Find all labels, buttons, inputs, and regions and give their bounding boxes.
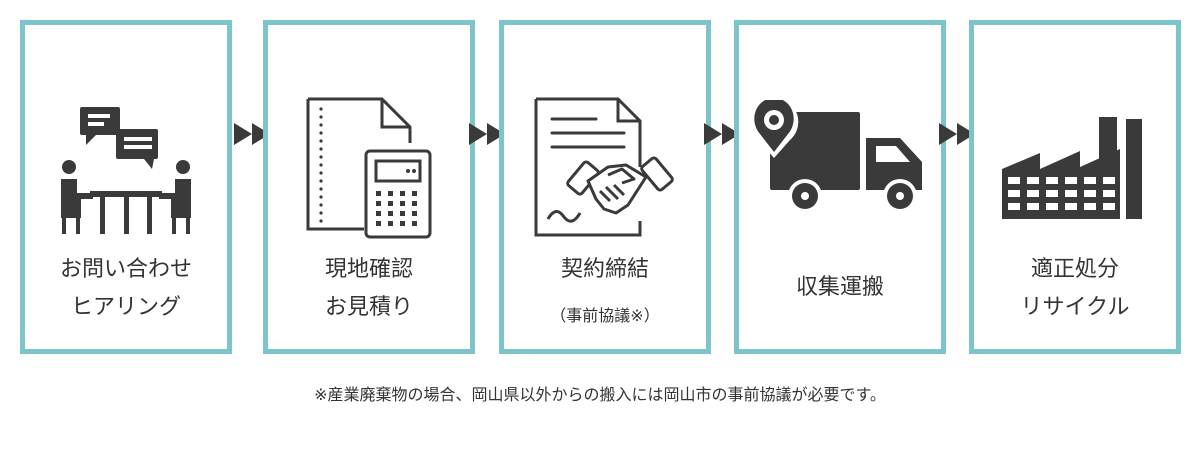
meeting-icon xyxy=(25,85,227,255)
double-arrow-icon xyxy=(939,123,975,145)
step-inquiry: お問い合わせ ヒアリング xyxy=(20,20,232,354)
step-site-survey: 現地確認 お見積り xyxy=(263,20,475,354)
step-contract: 契約締結 （事前協議※） xyxy=(499,20,711,354)
step-label-line1: お問い合わせ xyxy=(59,257,192,282)
step-label-line2: ヒアリング xyxy=(70,295,181,320)
step-label-line1: 収集運搬 xyxy=(795,275,884,300)
step-transport: 収集運搬 xyxy=(734,20,946,354)
double-arrow-icon xyxy=(234,123,270,145)
step-label-line2: お見積り xyxy=(324,295,413,320)
truck-location-icon xyxy=(739,75,941,245)
step-sub-label: （事前協議※） xyxy=(550,306,660,325)
step-label-line1: 現地確認 xyxy=(324,257,413,282)
estimate-calculator-icon xyxy=(268,85,470,255)
double-arrow-icon xyxy=(469,123,505,145)
factory-icon xyxy=(974,85,1176,255)
double-arrow-icon xyxy=(704,123,740,145)
step-disposal: 適正処分 リサイクル xyxy=(969,20,1181,354)
step-label-line1: 適正処分 xyxy=(1030,257,1119,282)
footnote: ※産業廃棄物の場合、岡山県以外からの搬入には岡山市の事前協議が必要です。 xyxy=(314,385,886,404)
contract-handshake-icon xyxy=(504,85,706,255)
step-label-line2: リサイクル xyxy=(1020,295,1130,320)
step-label-line1: 契約締結 xyxy=(560,257,649,282)
